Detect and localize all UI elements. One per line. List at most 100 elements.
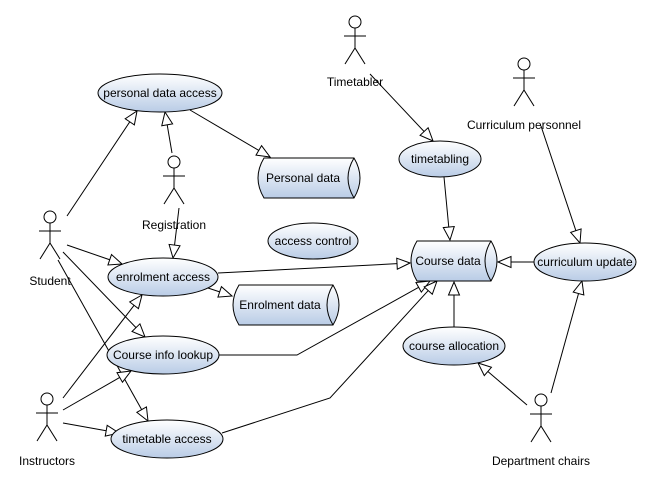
- actor-left-leg: [163, 187, 175, 205]
- connector-enrolment-access-to-course-data: [217, 257, 412, 274]
- connector-line: [189, 109, 260, 151]
- open-arrowhead: [572, 279, 585, 296]
- connector-student-to-personal-data-access: [66, 109, 138, 217]
- actor-registration[interactable]: Registration: [142, 155, 206, 232]
- usecase-label: Course info lookup: [113, 348, 213, 362]
- open-arrowhead: [124, 109, 138, 126]
- open-arrowhead: [168, 243, 181, 260]
- actor-right-leg: [173, 187, 185, 205]
- actor-left-leg: [530, 425, 542, 443]
- usecase-label: access control: [275, 234, 352, 248]
- actor-label: Department chairs: [492, 454, 590, 468]
- usecase-label: enrolment access: [116, 270, 210, 284]
- actor-figure: [530, 393, 552, 443]
- datastore-enrolment-data[interactable]: Enrolment data: [232, 284, 340, 326]
- connector-timetabling-to-course-data: [442, 176, 455, 242]
- actor-head: [40, 392, 54, 406]
- actor-left-leg: [39, 242, 51, 260]
- datastore-rim: [347, 157, 355, 199]
- connector-student-to-course-info-lookup: [62, 251, 146, 338]
- connector-line: [443, 176, 450, 228]
- actor-head: [534, 393, 548, 407]
- actor-student[interactable]: Student: [29, 210, 71, 288]
- open-arrowhead: [423, 280, 438, 296]
- open-arrowhead: [255, 144, 272, 158]
- actor-head: [517, 57, 531, 71]
- usecase-course-allocation[interactable]: course allocation: [402, 326, 506, 366]
- connector-line: [174, 207, 180, 246]
- connector-enrolment-access-to-enrolment-data: [207, 285, 234, 298]
- connector-student-to-timetable-access: [57, 259, 149, 423]
- actor-label: Timetabler: [327, 75, 383, 89]
- open-arrowhead: [161, 110, 174, 127]
- usecase-label: personal data access: [103, 86, 216, 100]
- datastore-label: Course data: [415, 254, 481, 268]
- connector-layer: [57, 73, 585, 437]
- usecase-label: course allocation: [409, 339, 499, 353]
- actor-right-leg: [354, 47, 366, 65]
- node-layer: personal data access timetabling access co…: [19, 15, 637, 468]
- actor-curriculum-personnel[interactable]: Curriculum personnel: [467, 57, 581, 132]
- connector-instructors-to-enrolment-access: [62, 293, 143, 399]
- usecase-timetabling[interactable]: timetabling: [398, 140, 482, 178]
- open-arrowhead: [131, 322, 146, 338]
- actor-right-leg: [523, 89, 535, 107]
- usecase-enrolment-access[interactable]: enrolment access: [107, 257, 219, 297]
- connector-line: [66, 244, 110, 261]
- connector-curriculum-personnel-to-curriculum-update: [540, 125, 582, 245]
- usecase-course-info-lookup[interactable]: Course info lookup: [106, 335, 220, 375]
- usecase-curriculum-update[interactable]: curriculum update: [533, 242, 637, 282]
- connector-line: [62, 305, 135, 399]
- open-arrowhead: [396, 257, 412, 270]
- open-arrowhead: [477, 362, 493, 377]
- datastore-course-data[interactable]: Course data: [410, 240, 498, 282]
- actor-left-leg: [513, 89, 525, 107]
- actor-timetabler[interactable]: Timetabler: [327, 15, 383, 89]
- actor-right-leg: [49, 242, 61, 260]
- usecase-access-control[interactable]: access control: [267, 222, 359, 260]
- connector-course-allocation-to-course-data: [447, 280, 461, 327]
- usecase-ellipse: [398, 140, 482, 178]
- usecase-ellipse: [110, 419, 224, 459]
- connector-instructors-to-course-info-lookup: [62, 370, 133, 411]
- actor-label: Curriculum personnel: [467, 118, 581, 132]
- actor-figure: [513, 57, 535, 107]
- usecase-ellipse: [107, 257, 219, 297]
- open-arrowhead: [217, 285, 234, 298]
- open-arrowhead: [135, 406, 149, 423]
- actor-left-leg: [36, 424, 48, 442]
- connector-line: [217, 263, 398, 274]
- open-arrowhead: [569, 228, 582, 245]
- datastore-rim: [326, 284, 334, 326]
- actor-figure: [163, 155, 185, 205]
- actor-figure: [344, 15, 366, 65]
- actor-right-leg: [540, 425, 552, 443]
- usecase-timetable-access[interactable]: timetable access: [110, 419, 224, 459]
- connector-registration-to-personal-data-access: [161, 110, 174, 154]
- connector-line: [221, 290, 429, 434]
- connector-line: [369, 73, 425, 132]
- actor-head: [43, 210, 57, 224]
- actor-head: [167, 155, 181, 169]
- usecase-label: timetabling: [411, 152, 469, 166]
- usecase-ellipse: [97, 73, 223, 113]
- usecase-label: curriculum update: [537, 255, 633, 269]
- connector-line: [207, 287, 220, 293]
- connector-department-chairs-to-curriculum-update: [550, 279, 585, 394]
- usecase-personal-data-access[interactable]: personal data access: [97, 73, 223, 113]
- connector-line: [62, 377, 120, 411]
- usecase-label: timetable access: [122, 432, 211, 446]
- actor-figure: [39, 210, 61, 260]
- datastore-personal-data[interactable]: Personal data: [257, 157, 361, 199]
- connector-line: [62, 422, 107, 432]
- connector-department-chairs-to-course-allocation: [477, 362, 528, 406]
- open-arrowhead: [447, 280, 461, 296]
- connector-line: [66, 121, 131, 217]
- actor-department-chairs[interactable]: Department chairs: [492, 393, 590, 468]
- actor-label: Student: [29, 274, 71, 288]
- open-arrowhead: [128, 293, 143, 310]
- actor-label: Registration: [142, 218, 206, 232]
- open-arrowhead: [419, 126, 434, 142]
- actor-instructors[interactable]: Instructors: [19, 392, 75, 468]
